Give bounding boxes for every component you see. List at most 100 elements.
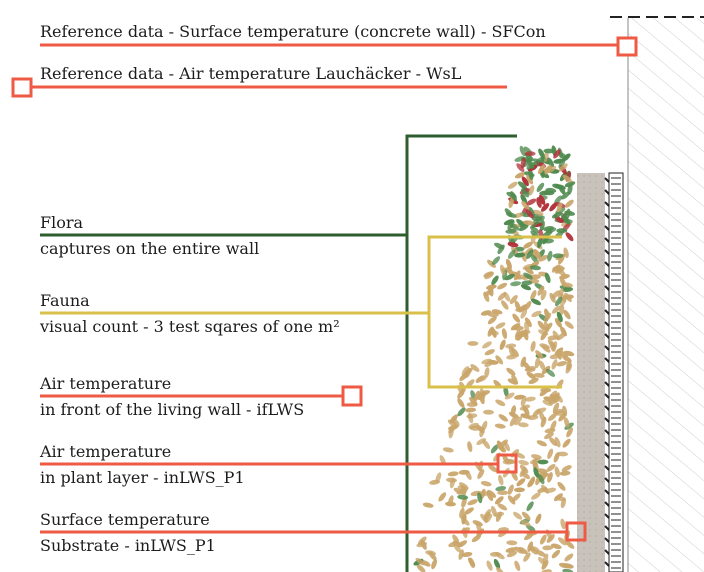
fauna-bracket xyxy=(40,235,562,389)
leaf xyxy=(447,471,459,477)
leaf xyxy=(551,305,561,314)
substrate-layer xyxy=(577,173,605,572)
leaf xyxy=(457,540,468,548)
leaf xyxy=(477,469,485,479)
leaf xyxy=(542,545,554,551)
leaf xyxy=(542,399,553,406)
leaf xyxy=(422,502,434,508)
leaf xyxy=(514,416,523,426)
leaf xyxy=(438,492,447,502)
leaf xyxy=(497,503,508,511)
leaf xyxy=(560,518,566,530)
leaf xyxy=(514,252,526,258)
leaf xyxy=(541,484,549,494)
leaf xyxy=(535,513,542,524)
leaf xyxy=(553,149,561,159)
leaf xyxy=(483,291,490,302)
leaf xyxy=(516,332,528,337)
leaf xyxy=(491,275,499,285)
leaf xyxy=(468,422,479,429)
leaf xyxy=(457,494,469,500)
leaf xyxy=(457,485,469,491)
leaf xyxy=(516,478,526,487)
leaf xyxy=(507,484,514,495)
leaf xyxy=(503,219,515,226)
leaf xyxy=(461,366,470,376)
leaf xyxy=(528,206,535,217)
leaf xyxy=(526,159,535,169)
surface-sensor xyxy=(565,521,587,542)
leaf xyxy=(535,156,546,164)
leaf xyxy=(554,318,563,328)
leaf xyxy=(560,326,567,337)
leaf xyxy=(520,308,528,319)
leaf xyxy=(524,317,532,328)
leaf xyxy=(495,322,506,329)
leaf xyxy=(475,375,485,383)
leaf xyxy=(552,253,564,259)
leaf xyxy=(522,405,530,416)
leaf xyxy=(495,355,504,365)
leaf xyxy=(549,390,558,400)
leaf xyxy=(544,428,556,434)
leaf xyxy=(549,354,561,360)
leaf xyxy=(521,280,533,286)
leaf xyxy=(521,200,530,210)
leaf xyxy=(555,184,566,190)
ref-air-sensor xyxy=(11,77,33,98)
leaf xyxy=(566,427,573,438)
leaf xyxy=(467,499,478,506)
leaf xyxy=(519,145,526,157)
leaf xyxy=(519,464,529,474)
leaf xyxy=(503,441,511,452)
leaf xyxy=(428,551,437,561)
leaf xyxy=(531,310,542,318)
leaf xyxy=(563,417,570,428)
leaf xyxy=(538,255,549,262)
leaf xyxy=(417,536,427,545)
leaf xyxy=(517,422,529,428)
leaf xyxy=(466,413,478,419)
concrete-wall xyxy=(610,16,704,572)
leaf xyxy=(544,432,554,440)
leaf xyxy=(536,440,547,447)
leaf xyxy=(526,174,534,185)
leaf xyxy=(556,311,563,323)
leaf xyxy=(510,281,522,287)
leaf xyxy=(543,312,552,322)
leaf xyxy=(528,377,539,385)
flora-bracket xyxy=(40,134,517,572)
leaf xyxy=(551,359,558,370)
leaf xyxy=(523,220,535,226)
leaf xyxy=(563,309,571,320)
leaf xyxy=(557,481,566,491)
leaf xyxy=(480,481,492,487)
leaf xyxy=(416,564,426,572)
leaf xyxy=(506,191,517,199)
leaf xyxy=(486,560,493,571)
leaf xyxy=(565,232,574,242)
leaf xyxy=(528,169,534,181)
leaf xyxy=(501,328,508,340)
leaf xyxy=(551,549,561,559)
leaf xyxy=(541,365,551,375)
leaf xyxy=(544,272,551,284)
leaf xyxy=(542,230,553,237)
leaf xyxy=(520,194,528,205)
leaf xyxy=(537,320,546,331)
leaf xyxy=(526,249,534,259)
leaf xyxy=(497,244,505,255)
leaf xyxy=(464,507,474,515)
leaf xyxy=(533,249,541,259)
leaf xyxy=(465,407,477,413)
leaf xyxy=(511,374,518,385)
leaf xyxy=(564,292,572,302)
leaf xyxy=(504,392,515,400)
leaf xyxy=(470,364,480,372)
leaf xyxy=(524,151,536,157)
leaf xyxy=(458,549,464,560)
leaf xyxy=(512,313,521,323)
leaf xyxy=(530,254,539,264)
leaf xyxy=(504,273,515,281)
